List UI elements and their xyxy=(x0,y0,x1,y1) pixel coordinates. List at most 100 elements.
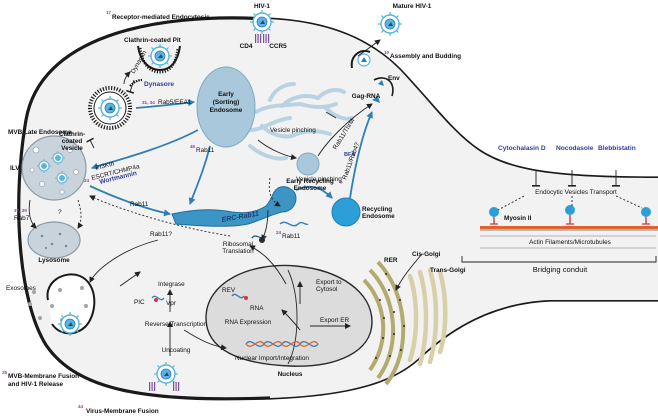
budding-virion xyxy=(350,50,371,69)
rev-label: REV xyxy=(222,287,236,294)
mature-hiv1-virion xyxy=(377,11,403,37)
mature-hiv1-label: Mature HIV-1 xyxy=(393,3,432,10)
rab11-label-b: Rab11 xyxy=(130,201,149,208)
cytochalasin-label: Cytochalasin D xyxy=(498,145,546,152)
ribosome-icon xyxy=(251,221,309,243)
erc-rab11-compartment xyxy=(171,186,297,227)
ref-escrt: 24 xyxy=(84,178,90,183)
rna-label: RNA xyxy=(250,305,264,312)
endocytic-transport-label: Endocytic Vesicles Transport xyxy=(535,189,617,196)
ribosomal-label-1: Ribosomal xyxy=(223,241,253,248)
hiv1-label: HIV-1 xyxy=(254,3,270,10)
env-gag-assembly xyxy=(372,77,394,103)
nucleus-label: Nucleus xyxy=(278,371,303,378)
rab11-label-c: Rab11 xyxy=(282,233,301,240)
question-label: ? xyxy=(58,209,62,216)
blebbistatin-label: Blebbistatin xyxy=(598,145,636,152)
ref-receptor: 17 xyxy=(106,10,112,15)
bridging-conduit-label: Bridging conduit xyxy=(533,265,588,274)
dna-helix xyxy=(245,341,319,347)
clathrin-vesicle-label-1: Clathrin- xyxy=(59,131,85,138)
clathrin-coated-pit xyxy=(137,43,181,74)
export-er-label: Export ER xyxy=(320,317,350,324)
actin-label: Actin Filaments/Microtubules xyxy=(529,239,611,246)
conduit-vesicles xyxy=(489,205,651,225)
actin-filament-bar xyxy=(480,226,658,229)
mvb-fusion-label-1: MVB-Membrane Fusion xyxy=(8,373,79,380)
rab11-label-a: Rab11 xyxy=(196,147,215,154)
receptor-mediated-endocytosis-label: Receptor-mediated Endocytosis xyxy=(112,14,210,21)
export-cytosol-label-1: Export to xyxy=(316,279,342,286)
rab11-q-label: Rab11? xyxy=(150,231,172,238)
early-endosome xyxy=(196,66,354,161)
ccr5-label: CCR5 xyxy=(269,43,287,50)
rough-er xyxy=(362,260,406,386)
clathrin-vesicle-label-2: coated xyxy=(62,138,83,145)
uncoating-label: Uncoating xyxy=(162,347,191,354)
nucleus xyxy=(205,264,373,367)
pathway-arrows-black xyxy=(28,39,423,356)
early-recycling-label-2: Endosome xyxy=(294,185,327,192)
mvb-late-label: MVB/Late Endosome xyxy=(8,129,72,136)
rev-rna-icon xyxy=(231,293,248,300)
reverse-transcription-label: Reverse Transcription xyxy=(145,321,208,328)
pic-label: PIC xyxy=(134,299,145,306)
rna-expression-label: RNA Expression xyxy=(225,319,272,326)
early-endosome-label-1: Early xyxy=(218,91,234,98)
bridging-bracket xyxy=(461,256,657,263)
early-endosome-label-2: (Sorting) xyxy=(213,99,240,106)
env-label: Env xyxy=(388,75,400,82)
rab5-label: Rab5/EEA1 xyxy=(158,99,192,106)
recycling-endosome-label-1: Recycling xyxy=(362,206,392,213)
recycling-endosome-label-2: Endosome xyxy=(362,213,395,220)
mvb-fusion-site xyxy=(28,273,96,337)
early-endosome-label-3: Endosome xyxy=(210,107,243,114)
trans-golgi-label: Trans-Golgi xyxy=(430,267,466,274)
nuclear-import-label: Nuclear Import/Integration xyxy=(235,355,309,362)
ref-rab5: 31, 34 xyxy=(142,100,155,105)
dynamin-ring xyxy=(129,78,143,87)
ilv-label: ILV xyxy=(10,165,20,172)
clathrin-vesicle-label-3: Vesicle xyxy=(61,145,83,152)
bfa-label: BFA xyxy=(344,152,355,158)
inhibition-marks xyxy=(86,79,643,211)
vesicle-pinching-label-2: Vesicle pinching xyxy=(296,176,342,183)
mvb-late-endosome xyxy=(21,135,87,201)
ref-virus-fusion: 44 xyxy=(78,404,84,409)
virus-membrane-fusion-label: Virus-Membrane Fusion xyxy=(86,408,159,415)
dynasore-label: Dynasore xyxy=(144,81,174,88)
pi3kiii-label: PI3KIII xyxy=(95,160,116,171)
recycling-endosome xyxy=(331,197,361,227)
vesicle-pinching-label-1: Vesicle pinching xyxy=(270,127,316,134)
ref-rab11-c: 24 xyxy=(276,230,282,235)
nocodasole-label: Nocodasole xyxy=(556,145,594,152)
mvb-fusion-label-2: and HIV-1 Release xyxy=(8,381,64,388)
integrase-label: Integrase xyxy=(158,281,185,288)
rer-label: RER xyxy=(384,257,398,264)
pic-vpr-icon xyxy=(151,295,165,302)
cis-golgi-label: Cis-Golgi xyxy=(412,251,441,258)
early-recycling-label-1: Early Recycling xyxy=(286,178,334,185)
lysosome-label: Lysosome xyxy=(38,257,70,264)
ref-mvb-fusion: 25 xyxy=(2,370,8,375)
hiv1-virion-top xyxy=(249,9,275,35)
gag-rna-label: Gag-RNA xyxy=(352,93,381,100)
clathrin-pit-label: Clathrin-coated Pit xyxy=(124,37,182,44)
pathway-arrows-blue xyxy=(89,99,373,217)
clathrin-coated-vesicle xyxy=(88,86,132,130)
exosomes-label: Exosomes xyxy=(6,285,36,292)
ref-rab11-rab4: 9 xyxy=(338,180,344,185)
ribosomal-label-2: Translation xyxy=(222,248,254,255)
vpr-label: Vpr xyxy=(166,300,177,307)
early-recycling-endosome xyxy=(296,152,320,176)
cd4-label: CD4 xyxy=(240,43,253,50)
myosin-label: Myosin II xyxy=(504,215,532,222)
lysosome xyxy=(27,221,81,259)
ref-rab7: 37, 39 xyxy=(14,208,27,213)
assembly-budding-label: Assembly and Budding xyxy=(390,53,461,60)
rab7-label: Rab7 xyxy=(14,215,30,222)
golgi-apparatus xyxy=(407,267,448,367)
ref-assembly: 10 xyxy=(384,50,390,55)
ref-rab11-a: 46 xyxy=(190,144,196,149)
